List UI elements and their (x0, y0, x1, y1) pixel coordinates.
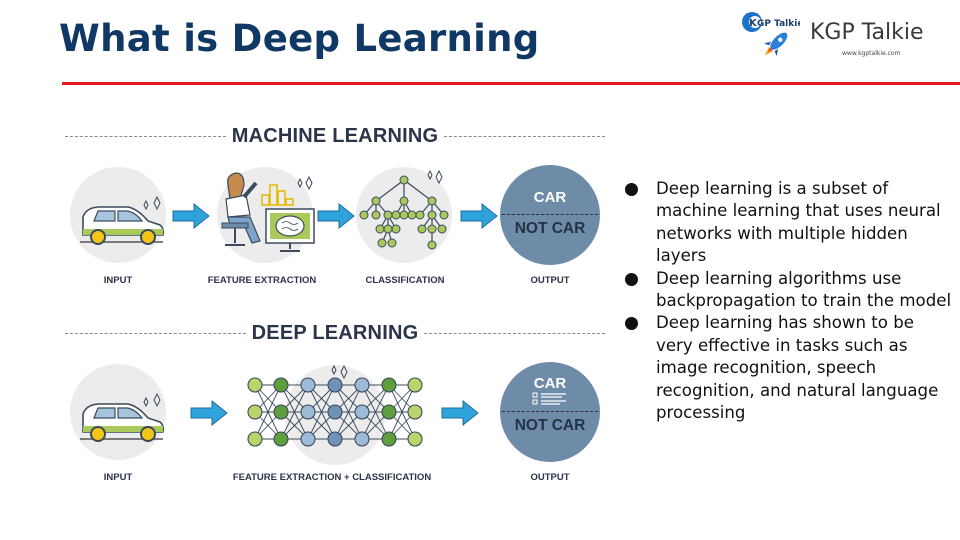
nn-node (407, 404, 423, 420)
nn-node (273, 377, 289, 393)
nn-node (327, 377, 343, 393)
arrow-right-icon (317, 203, 355, 229)
output-car-label: CAR (533, 189, 567, 206)
ml-step-input-label: INPUT (103, 275, 133, 286)
bullet-item: Deep learning algorithms use backpropaga… (622, 268, 952, 313)
nn-node (273, 404, 289, 420)
arrow-right-icon (172, 203, 210, 229)
slide-title: What is Deep Learning (59, 17, 540, 60)
nn-node (273, 431, 289, 447)
ml-step-classification-label: CLASSIFICATION (365, 275, 445, 286)
machine-learning-heading: MACHINE LEARNING (65, 121, 605, 151)
logo-url: www.kgptalkie.com (842, 50, 901, 57)
nn-node (407, 377, 423, 393)
output-not-car-label: NOT CAR (514, 220, 586, 237)
bullet-list: Deep learning is a subset of machine lea… (622, 178, 952, 424)
bullet-dot (625, 183, 638, 196)
deep-learning-heading: DEEP LEARNING (65, 318, 606, 348)
dl-step-feature-extraction-classification-label: FEATURE EXTRACTION + CLASSIFICATION (232, 472, 432, 483)
bullet-dot (625, 317, 638, 331)
arrow-right-icon (190, 400, 228, 426)
output-not-car-label: NOT CAR (514, 417, 586, 434)
nn-node (300, 404, 316, 420)
neural-network-icon (247, 364, 423, 465)
nn-node (300, 377, 316, 393)
bullet-item: Deep learning has shown to be very effec… (622, 312, 952, 424)
nn-node (247, 377, 263, 393)
ml-output-circle: CAR NOT CAR (500, 165, 600, 265)
nn-nodes (247, 377, 423, 447)
nn-node (354, 404, 370, 420)
checklist-icon (532, 392, 566, 405)
dl-step-output-label: OUTPUT (530, 472, 570, 483)
svg-text:K: K (749, 18, 758, 29)
car-icon (70, 167, 166, 263)
nn-node (407, 431, 423, 447)
dl-output-circle: CAR NOT CAR (500, 362, 600, 462)
nn-node (381, 377, 397, 393)
bullet-item: Deep learning is a subset of machine lea… (622, 178, 952, 268)
nn-node (327, 431, 343, 447)
bullet-dot (625, 272, 638, 286)
nn-edge (388, 384, 416, 440)
car-icon (70, 364, 166, 460)
decision-tree-icon (356, 167, 452, 263)
person-analyzing-brain-icon (217, 167, 315, 263)
rocket-icon: K GP Talkie (742, 12, 800, 57)
arrow-right-icon (441, 400, 479, 426)
nn-edge (307, 384, 336, 440)
nn-node (354, 431, 370, 447)
nn-node (327, 404, 343, 420)
nn-edge (361, 384, 390, 440)
nn-edge (334, 384, 363, 440)
dl-step-input-label: INPUT (103, 472, 133, 483)
nn-node (381, 431, 397, 447)
title-divider (62, 82, 960, 85)
nn-node (381, 404, 397, 420)
nn-node (354, 377, 370, 393)
logo-badge-text: GP Talkie (757, 19, 800, 29)
ml-step-output-label: OUTPUT (530, 275, 570, 286)
nn-edge (280, 384, 309, 440)
output-car-label: CAR (533, 375, 567, 392)
arrow-right-icon (460, 203, 498, 229)
nn-node (247, 431, 263, 447)
kgp-talkie-logo: K GP Talkie KGP Talkie www.kgptalkie.com (740, 8, 950, 64)
ml-step-feature-extraction-label: FEATURE EXTRACTION (207, 275, 317, 286)
nn-edge (254, 384, 282, 440)
ml-vs-dl-diagram: MACHINE LEARNING (60, 115, 610, 495)
nn-node (247, 404, 263, 420)
logo-name: KGP Talkie (810, 20, 924, 45)
nn-node (300, 431, 316, 447)
